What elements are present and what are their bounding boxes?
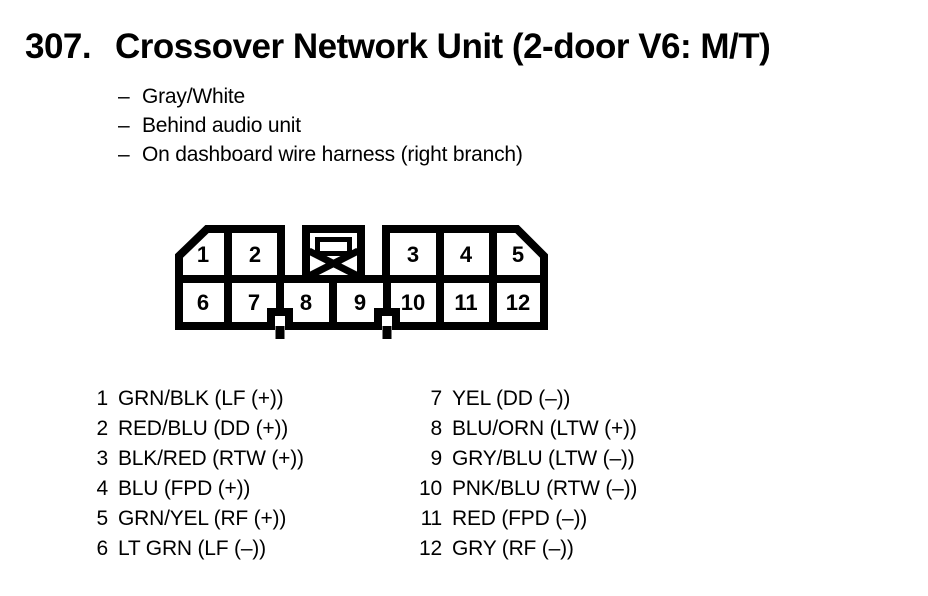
pin-label: PNK/BLU (RTW (–)) [452,477,638,500]
pin-row: 11 RED (FPD (–)) [334,504,637,534]
note-text: On dashboard wire harness (right branch) [142,143,523,166]
pin-row: 4 BLU (FPD (+)) [0,474,304,504]
pin-number: 5 [96,507,109,530]
cavity-number: 7 [248,290,260,315]
pin-row: 12 GRY (RF (–)) [334,534,637,564]
cavity-number: 8 [300,290,312,315]
cavity-number: 5 [512,242,524,267]
cavity-number: 3 [407,242,419,267]
pin-label: GRY (RF (–)) [452,537,574,560]
pin-label: BLU (FPD (+)) [118,477,251,500]
notes-list: – Gray/White – Behind audio unit – On da… [118,82,523,169]
pin-row: 10 PNK/BLU (RTW (–)) [334,474,637,504]
pin-number: 11 [420,507,443,530]
pin-number: 3 [96,447,109,470]
note-item: – Behind audio unit [118,111,523,140]
pin-row: 6 LT GRN (LF (–)) [0,534,304,564]
pin-number: 6 [96,537,109,560]
pin-label: GRN/BLK (LF (+)) [118,387,284,410]
cavity-number: 9 [354,290,366,315]
pin-row: 5 GRN/YEL (RF (+)) [0,504,304,534]
pin-label: GRN/YEL (RF (+)) [118,507,287,530]
title-text: Crossover Network Unit (2-door V6: M/T) [115,27,771,66]
pin-label: BLK/RED (RTW (+)) [118,447,304,470]
pin-list-left: 1 GRN/BLK (LF (+)) 2 RED/BLU (DD (+)) 3 … [0,384,304,564]
pin-label: GRY/BLU (LTW (–)) [452,447,635,470]
pin-row: 2 RED/BLU (DD (+)) [0,414,304,444]
key-cross-line [307,247,360,280]
pin-number: 10 [419,477,442,500]
pin-row: 1 GRN/BLK (LF (+)) [0,384,304,414]
note-text: Gray/White [142,85,246,108]
title-number: 307. [25,27,92,66]
pin-list-right: 7 YEL (DD (–)) 8 BLU/ORN (LTW (+)) 9 GRY… [334,384,637,564]
pin-row: 9 GRY/BLU (LTW (–)) [334,444,637,474]
pin-label: BLU/ORN (LTW (+)) [452,417,637,440]
pin-number: 7 [430,387,443,410]
pin-label: RED/BLU (DD (+)) [118,417,289,440]
pin-label: RED (FPD (–)) [452,507,588,530]
pin-row: 7 YEL (DD (–)) [334,384,637,414]
pin-row: 3 BLK/RED (RTW (+)) [0,444,304,474]
cavity-number: 1 [197,242,209,267]
cavity-number: 12 [506,290,530,315]
pin-label: YEL (DD (–)) [452,387,571,410]
note-text: Behind audio unit [142,114,301,137]
key-slot-inner [315,237,352,256]
connector-diagram: 1 2 3 4 5 6 7 8 9 10 11 12 [175,225,548,339]
pin-number: 8 [430,417,443,440]
cavity-number: 11 [454,290,477,315]
pin-number: 2 [96,417,109,440]
note-item: – On dashboard wire harness (right branc… [118,140,523,169]
pin-label: LT GRN (LF (–)) [118,537,266,560]
cavity-number: 2 [249,242,261,267]
cavity-number: 6 [197,290,209,315]
note-item: – Gray/White [118,82,523,111]
pin-number: 4 [96,477,109,500]
cavity-number: 10 [401,290,425,315]
pin-row: 8 BLU/ORN (LTW (+)) [334,414,637,444]
cavity-number: 4 [460,242,473,267]
pin-number: 9 [430,447,443,470]
note-dash: – [118,85,130,108]
note-dash: – [118,143,130,166]
pin-number: 12 [419,537,442,560]
pin-number: 1 [96,387,109,410]
note-dash: – [118,114,130,137]
page-title: 307. Crossover Network Unit (2-door V6: … [25,27,771,67]
